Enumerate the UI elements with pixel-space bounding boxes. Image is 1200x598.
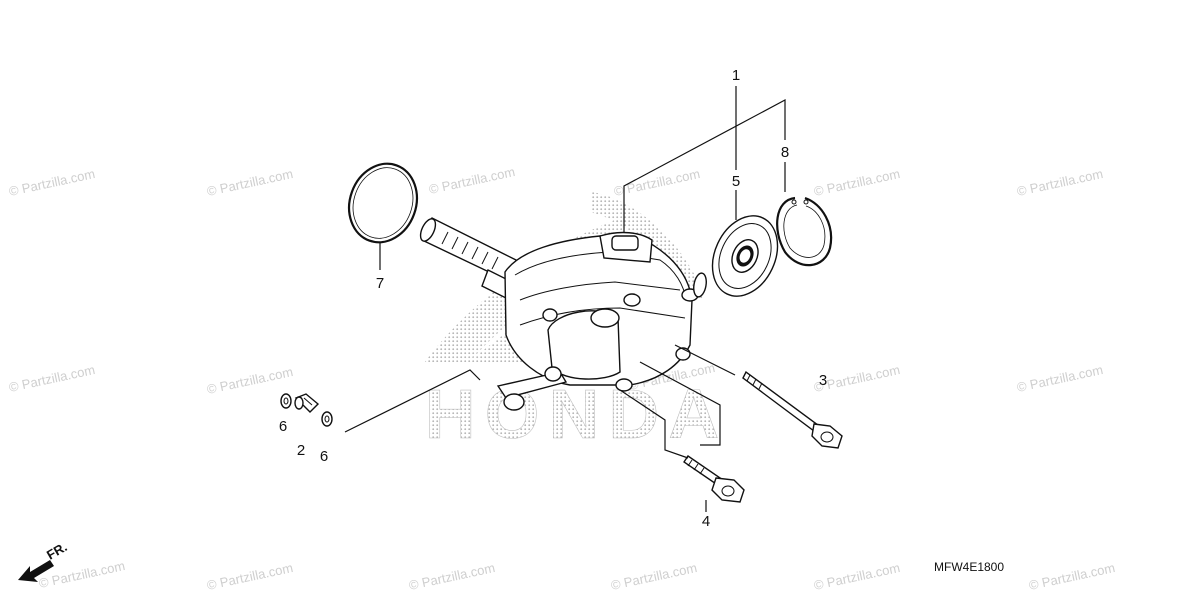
callout-2[interactable]: 2 xyxy=(297,442,305,459)
o-ring xyxy=(348,162,418,244)
callout-4[interactable]: 4 xyxy=(702,513,710,530)
bolt-short xyxy=(683,455,745,503)
bolt-long xyxy=(742,370,843,449)
leader-lines xyxy=(344,86,786,512)
watermark: © Partzilla.com xyxy=(613,166,702,199)
callout-8[interactable]: 8 xyxy=(781,144,789,161)
watermark: © Partzilla.com xyxy=(206,560,295,593)
bearing xyxy=(711,215,779,297)
snap-ring xyxy=(776,196,833,267)
drain-plug xyxy=(294,393,320,413)
watermark: © Partzilla.com xyxy=(408,560,497,593)
sealing-washer xyxy=(280,393,292,409)
watermark: © Partzilla.com xyxy=(206,166,295,199)
watermark: © Partzilla.com xyxy=(1016,362,1105,395)
gearbox-housing xyxy=(496,231,707,411)
watermark: © Partzilla.com xyxy=(8,166,97,199)
sealing-washer xyxy=(321,411,333,427)
honda-logo-text: HONDA xyxy=(425,375,725,453)
callout-7[interactable]: 7 xyxy=(376,275,384,292)
watermark: © Partzilla.com xyxy=(610,560,699,593)
diagram-code: MFW4E1800 xyxy=(934,560,1004,574)
watermark: © Partzilla.com xyxy=(813,560,902,593)
callout-6-right[interactable]: 6 xyxy=(320,448,328,465)
watermark: © Partzilla.com xyxy=(206,364,295,397)
front-arrow-icon xyxy=(18,560,54,582)
watermark: © Partzilla.com xyxy=(813,166,902,199)
callout-5[interactable]: 5 xyxy=(732,173,740,190)
callout-1[interactable]: 1 xyxy=(732,67,740,84)
callout-6-left[interactable]: 6 xyxy=(279,418,287,435)
front-label: FR. xyxy=(44,539,70,562)
callout-3[interactable]: 3 xyxy=(819,372,827,389)
callout-labels: 1 2 3 4 5 6 6 7 8 xyxy=(279,67,827,530)
watermark: © Partzilla.com xyxy=(1028,560,1117,593)
watermark: © Partzilla.com xyxy=(1016,166,1105,199)
watermark: © Partzilla.com xyxy=(8,362,97,395)
watermark: © Partzilla.com xyxy=(428,164,517,197)
